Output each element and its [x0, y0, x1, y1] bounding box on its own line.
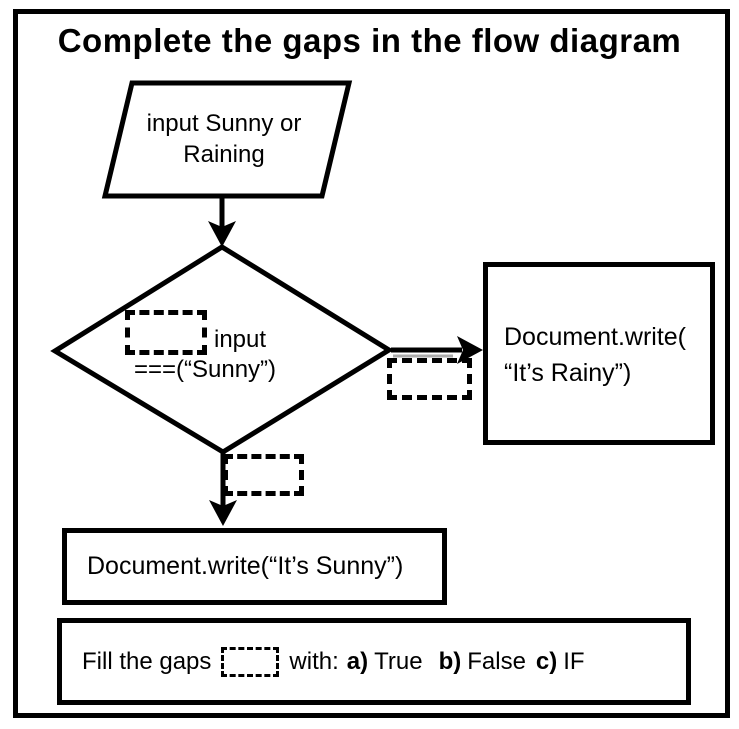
input-shape-text: input Sunny or Raining — [110, 108, 338, 170]
input-shape-line2: Raining — [183, 141, 265, 168]
outer-border — [13, 9, 730, 718]
rainy-output-line2: “It’s Rainy”) — [504, 359, 632, 387]
legend-option-a-text: True — [374, 647, 423, 675]
legend-prefix: Fill the gaps — [82, 647, 212, 675]
decision-text-condition: ===(“Sunny”) — [133, 356, 277, 383]
legend-option-b-label: b) — [438, 647, 462, 675]
down-branch-gap-box[interactable] — [223, 454, 304, 496]
input-shape-line1: input Sunny or — [146, 110, 302, 137]
right-branch-gap-box[interactable] — [387, 358, 472, 400]
sunny-output-box: Document.write(“It’s Sunny”) — [62, 528, 447, 605]
legend-option-c-label: c) — [535, 647, 558, 675]
legend-option-c-text: IF — [563, 647, 585, 675]
legend-gap-box[interactable] — [221, 646, 280, 677]
legend-middle: with: — [289, 647, 339, 675]
rainy-output-box: Document.write( “It’s Rainy”) — [483, 262, 715, 445]
decision-text-input: input — [214, 326, 267, 353]
page-title: Complete the gaps in the flow diagram — [57, 22, 682, 59]
rainy-output-text: Document.write( “It’s Rainy”) — [488, 267, 710, 391]
legend-option-a-label: a) — [346, 647, 369, 675]
sunny-output-text: Document.write(“It’s Sunny”) — [87, 552, 404, 580]
decision-gap-box[interactable] — [125, 310, 207, 355]
legend-option-b-text: False — [467, 647, 526, 675]
legend-box: Fill the gaps with: a) True b) False c) … — [57, 618, 691, 705]
rainy-output-line1: Document.write( — [504, 323, 686, 351]
